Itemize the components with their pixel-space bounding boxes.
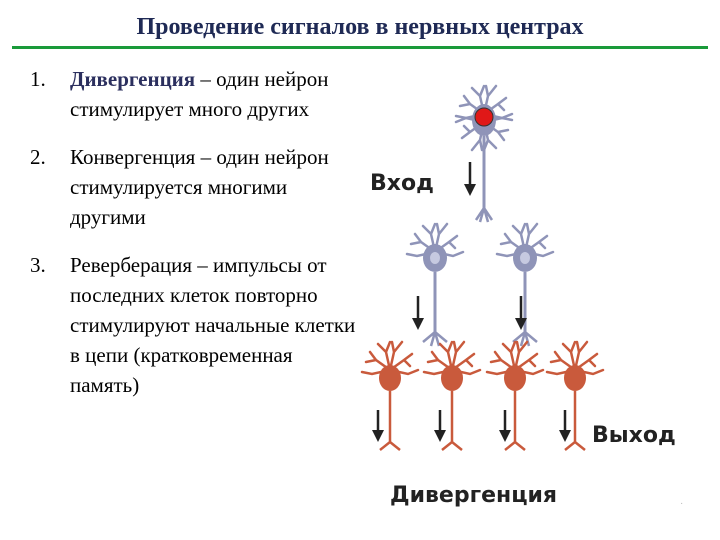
list-item: 3. Реверберация – импульсы от последних … [30,250,360,400]
item-text: Конвергенция – один нейрон стимулируется… [70,145,329,229]
neuron-orange-icon [485,340,545,451]
red-dot-icon [474,107,494,127]
neuron-orange-icon [360,340,420,451]
arrow-down-icon [372,410,384,442]
arrow-down-icon [434,410,446,442]
list-item: 2. Конвергенция – один нейрон стимулируе… [30,142,360,232]
item-number: 2. [30,145,46,169]
arrow-down-icon [499,410,511,442]
neuron-orange-icon [422,340,482,451]
item-number: 3. [30,253,46,277]
item-number: 1. [30,67,46,91]
neuron-gray-icon [405,222,465,347]
item-text: Дивергенция – один нейрон стимулирует мн… [70,64,360,124]
page-title: Проведение сигналов в нервных центрах [136,14,584,40]
neuron-orange-icon [545,340,605,451]
arrow-down-icon [464,162,476,196]
output-label: Выход [592,423,676,448]
item-term: Дивергенция [70,67,196,91]
neuron-gray-icon [495,222,555,347]
item-text: Реверберация – импульсы от последних кле… [70,253,356,397]
list-item: 1. Дивергенция – один нейрон стимулирует… [30,64,360,124]
decorative-mark: · [680,498,684,509]
neuron-gray-icon [454,84,514,208]
divergence-diagram: Вход Выход Дивергенция [360,84,676,508]
title-underline [12,46,708,49]
arrow-down-icon [559,410,571,442]
input-label: Вход [370,171,434,196]
arrow-down-icon [412,296,424,330]
arrow-down-icon [515,296,527,330]
item-description: – один нейрон стимулирует много других [70,67,329,121]
diagram-caption: Дивергенция [390,483,557,508]
definition-list: 1. Дивергенция – один нейрон стимулирует… [30,64,360,418]
